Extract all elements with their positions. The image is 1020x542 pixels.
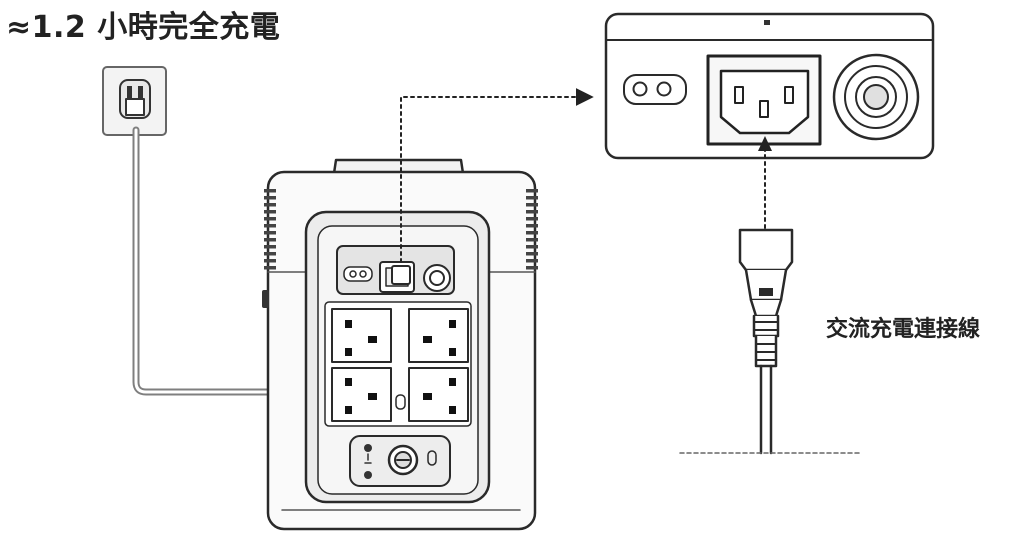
diagram-title: ≈1.2 小時完全充電 [6,10,281,45]
zoom-leader-line [400,88,594,263]
wall-outlet-icon [102,66,167,136]
arrow-up-icon [758,136,772,151]
power-station-icon [262,158,538,531]
uk-socket-icon [408,308,469,363]
ac-cable-label: 交流充電連接線 [826,317,981,342]
ac-plug-icon [738,228,794,455]
uk-socket-icon [331,367,392,422]
uk-socket-icon [331,308,392,363]
ac-input-port-icon [604,12,935,160]
uk-socket-icon [408,367,469,422]
